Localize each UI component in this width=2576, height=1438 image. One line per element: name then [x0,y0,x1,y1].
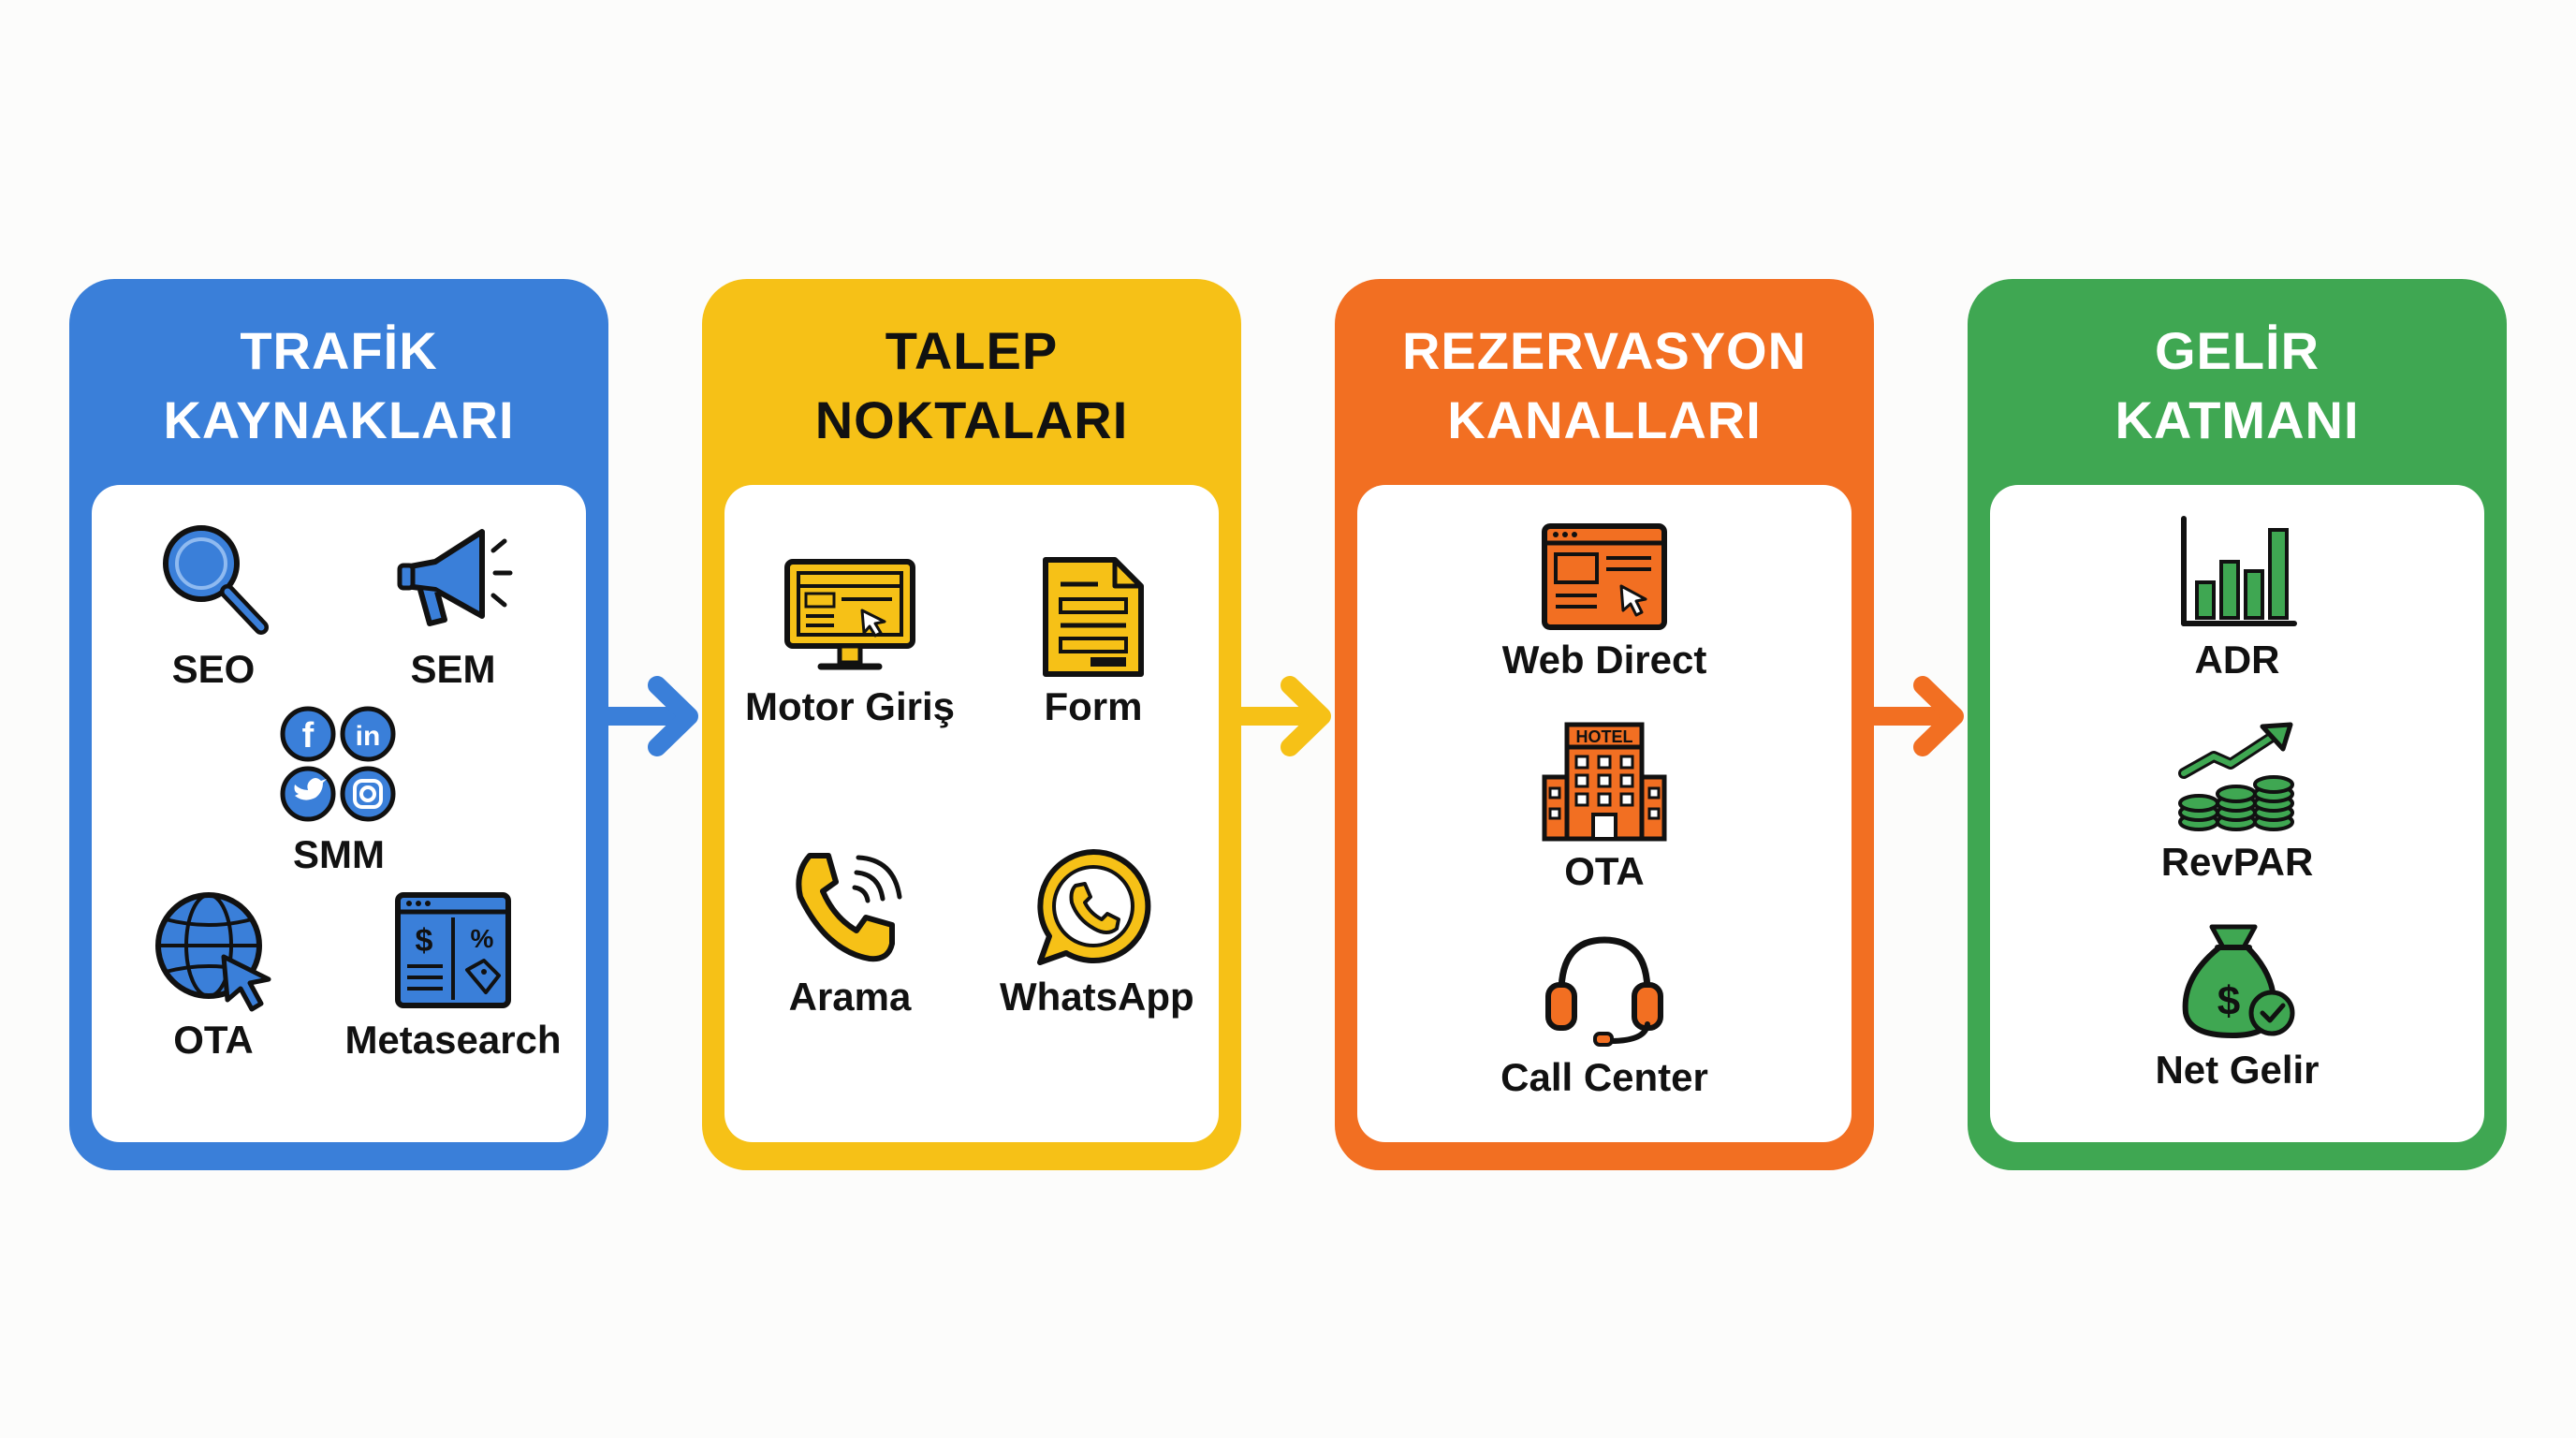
column-title: REZERVASYON KANALLARI [1401,321,1808,449]
item-label: Form [1044,684,1143,728]
item-web-direct: Web Direct [1483,522,1726,683]
arrow-right-icon [1852,676,1964,756]
svg-text:in: in [356,721,381,752]
column-title: TRAFİK KAYNAKLARI [163,321,515,449]
item-label: Arama [788,975,912,1019]
column-booking-channels: REZERVASYON KANALLARI Web Direct [1335,279,1874,1170]
arrow-right-icon [1219,676,1331,756]
item-seo: SEO [139,519,288,693]
item-label: Web Direct [1501,638,1707,682]
hotel-building-icon: HOTEL [1542,722,1667,842]
arrow-right-icon [586,676,698,756]
column-panel: Web Direct HOTEL [1357,485,1852,1142]
column-panel: Motor Giriş Form [724,485,1219,1142]
whatsapp-icon [1037,848,1151,965]
column-panel: ADR RevPAR [1990,485,2484,1142]
svg-text:$: $ [416,923,433,959]
headset-icon [1545,936,1663,1047]
globe-cursor-icon [155,892,271,1012]
item-sem: SEM [378,519,528,693]
item-ota-hotel: HOTEL OTA [1501,721,1707,895]
item-net-gelir: $ Net Gelir [2144,923,2331,1093]
coins-growth-icon [2178,722,2294,831]
svg-text:f: f [302,716,315,756]
social-media-icon: f in [280,706,396,822]
item-label: Call Center [1500,1055,1708,1099]
bar-chart-icon [2181,516,2297,626]
browser-window-icon [1542,523,1667,630]
hotel-sign-text: HOTEL [1576,727,1633,746]
item-label: Metasearch [344,1018,562,1062]
item-label: OTA [173,1018,254,1062]
item-revpar: RevPAR [2144,721,2331,886]
column-traffic-sources: TRAFİK KAYNAKLARI SEO [69,279,608,1170]
item-label: SEO [171,647,256,691]
form-document-icon [1043,557,1144,677]
item-whatsapp: WhatsApp [1000,846,1194,1020]
money-bag-icon: $ [2182,924,2295,1038]
item-label: RevPAR [2160,840,2314,884]
column-title: TALEP NOKTALARI [814,321,1129,449]
item-label: OTA [1564,849,1645,893]
column-panel: SEO SEM f in [92,485,586,1142]
item-label: ADR [2194,638,2280,682]
item-arama: Arama [775,846,925,1020]
item-adr: ADR [2144,515,2331,683]
item-call-center: Call Center [1483,927,1726,1101]
item-label: SMM [293,832,385,876]
svg-text:$: $ [2217,978,2240,1024]
item-motor-giris: Motor Giriş [738,556,962,730]
column-title: GELİR KATMANI [2115,321,2360,449]
item-label: Motor Giriş [744,684,955,728]
booking-engine-monitor-icon [784,559,915,670]
item-metasearch: $ % Metasearch [341,889,565,1064]
phone-call-icon [796,853,902,962]
item-ota: OTA [139,889,288,1064]
magnifier-icon [163,525,269,635]
svg-text:%: % [471,924,494,953]
megaphone-icon [397,529,513,626]
column-revenue-layer: GELİR KATMANI ADR [1968,279,2507,1170]
item-form: Form [1018,556,1168,730]
item-smm: f in SMM [264,704,414,878]
price-compare-icon: $ % [395,892,511,1008]
item-label: WhatsApp [1000,975,1194,1019]
item-label: SEM [410,647,496,691]
item-label: Net Gelir [2155,1048,2320,1092]
column-demand-points: TALEP NOKTALARI Motor Giriş [702,279,1241,1170]
